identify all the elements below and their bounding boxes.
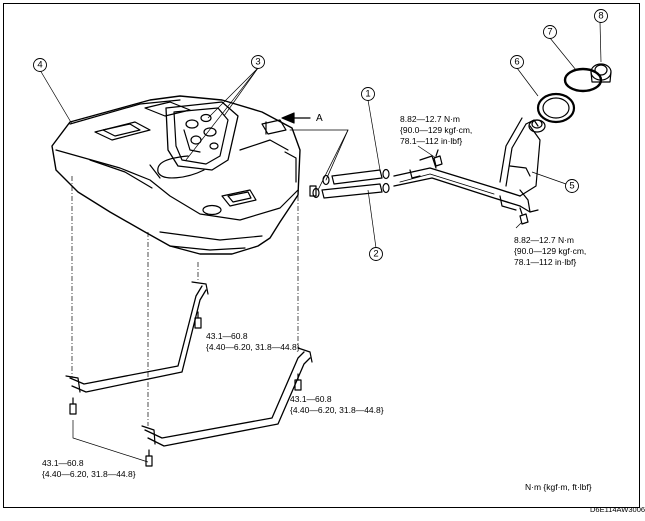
torque-strap-left-line1: 43.1—60.8 [42,458,84,468]
strap-bolt-left [69,397,77,415]
strap-bolt-upper [194,311,202,329]
callout-8: 8 [598,11,603,22]
fuel-tank [51,95,301,255]
torque-filler-bottom-line3: 78.1—112 in·lbf} [514,257,576,267]
leader-lines [39,21,602,463]
callout-7: 7 [547,27,552,38]
torque-filler-bottom-line2: {90.0—129 kgf·cm, [514,246,586,256]
hose-clamp [309,185,317,197]
torque-strap-right: 43.1—60.8 {4.40—6.20, 31.8—44.8} [290,394,384,415]
torque-strap-upper-line1: 43.1—60.8 [206,331,248,341]
filler-cap [590,63,612,83]
torque-filler-bottom-line1: 8.82—12.7 N·m [514,235,574,245]
torque-filler-top-line3: 78.1—112 in·lbf} [400,136,462,146]
callout-5: 5 [569,181,574,192]
torque-filler-bottom: 8.82—12.7 N·m {90.0—129 kgf·cm, 78.1—112… [514,235,586,267]
diagram-frame [3,3,640,508]
torque-strap-left-line2: {4.40—6.20, 31.8—44.8} [42,469,136,479]
filler-gasket [536,92,576,124]
view-label: A [316,113,323,124]
callouts: 1 2 3 4 5 6 7 8 [33,9,608,261]
view-arrow-icon [281,112,295,124]
torque-strap-upper-line2: {4.40—6.20, 31.8—44.8} [206,342,300,352]
torque-strap-upper: 43.1—60.8 {4.40—6.20, 31.8—44.8} [206,331,300,352]
torque-filler-top: 8.82—12.7 N·m {90.0—129 kgf·cm, 78.1—112… [400,114,472,146]
callout-2: 2 [373,249,378,260]
torque-strap-right-line2: {4.40—6.20, 31.8—44.8} [290,405,384,415]
callout-4: 4 [37,60,42,71]
alignment-lines [71,176,299,426]
torque-filler-top-line2: {90.0—129 kgf·cm, [400,125,472,135]
fuel-hose-lower [312,182,390,199]
strap-bolt-right [294,373,302,391]
tank-strap-right [141,347,313,447]
fuel-hose-upper [322,168,390,186]
filler-pipe [393,117,546,213]
torque-strap-left: 43.1—60.8 {4.40—6.20, 31.8—44.8} [42,458,136,479]
callout-1: 1 [365,89,370,100]
callout-3: 3 [255,57,260,68]
torque-strap-right-line1: 43.1—60.8 [290,394,332,404]
figure-code: D6E114AW3006 [590,505,645,514]
tank-strap-left [65,281,209,393]
units-note: N·m {kgf·m, ft·lbf} [525,482,592,492]
callout-6: 6 [514,57,519,68]
strap-bolt-lower [145,449,153,467]
filler-bolt-top [433,149,443,167]
filler-bolt-bottom [519,207,529,225]
torque-filler-top-line1: 8.82—12.7 N·m [400,114,460,124]
